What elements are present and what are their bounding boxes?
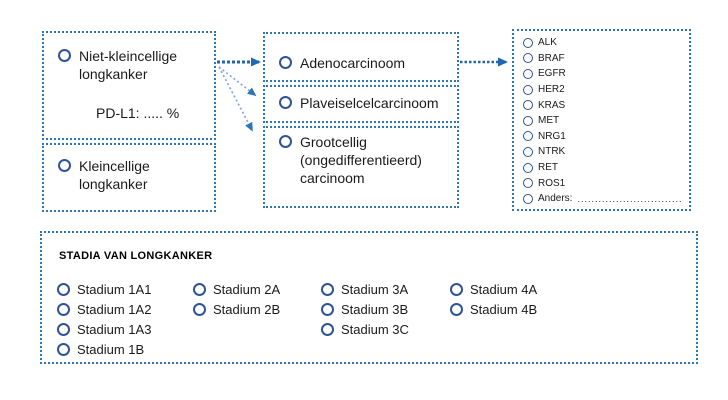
stages-title: STADIA VAN LONGKANKER (59, 250, 213, 262)
biomarker-option-braf[interactable]: BRAF (523, 51, 683, 67)
ros1-label: ROS1 (538, 177, 566, 189)
kras-radio[interactable] (523, 100, 533, 111)
stadium-2a-label: Stadium 2A (213, 282, 281, 297)
stadium-4b-label: Stadium 4B (470, 302, 538, 317)
nrg1-radio[interactable] (523, 131, 533, 142)
stage-option-1a3[interactable]: Stadium 1A3 (57, 323, 151, 337)
ret-label: RET (538, 162, 558, 174)
adenocarcinoom-label: Adenocarcinoom (300, 55, 406, 71)
stage-option-3a[interactable]: Stadium 3A (321, 283, 409, 297)
adenocarcinoom-box: Adenocarcinoom (263, 32, 459, 82)
stage-option-4a[interactable]: Stadium 4A (450, 283, 537, 297)
egfr-radio[interactable] (523, 68, 533, 79)
grootcellig-box: Grootcellig (ongedifferentieerd) carcino… (263, 126, 459, 208)
stadium-2b-radio[interactable] (193, 303, 206, 316)
stage-option-3c[interactable]: Stadium 3C (321, 323, 409, 337)
kras-label: KRAS (538, 99, 566, 111)
biomarker-box: ALK BRAF EGFR HER2 KRAS MET NRG1 NTRK (512, 29, 691, 211)
stage-column-2: Stadium 2A Stadium 2B (193, 283, 280, 317)
grootcellig-radio[interactable] (279, 135, 292, 148)
biomarker-option-met[interactable]: MET (523, 113, 683, 129)
nrg1-label: NRG1 (538, 130, 566, 142)
biomarker-option-ros1[interactable]: ROS1 (523, 175, 683, 191)
stadium-4a-label: Stadium 4A (470, 282, 538, 297)
stadium-3c-label: Stadium 3C (341, 322, 409, 337)
plaveiselcelcarcinoom-label: Plaveiselcelcarcinoom (300, 95, 439, 111)
stage-option-3b[interactable]: Stadium 3B (321, 303, 409, 317)
plaveiselcelcarcinoom-option[interactable]: Plaveiselcelcarcinoom (279, 94, 453, 112)
egfr-label: EGFR (538, 68, 566, 80)
stadium-1a3-radio[interactable] (57, 323, 70, 336)
stage-option-4b[interactable]: Stadium 4B (450, 303, 537, 317)
stadium-3a-radio[interactable] (321, 283, 334, 296)
stage-option-2b[interactable]: Stadium 2B (193, 303, 280, 317)
nsclc-label: Niet-kleincellige longkanker (79, 48, 178, 82)
biomarker-option-kras[interactable]: KRAS (523, 97, 683, 113)
stage-column-1: Stadium 1A1 Stadium 1A2 Stadium 1A3 Stad… (57, 283, 151, 357)
arrow-nsclc-to-grootcellig (218, 66, 253, 132)
braf-label: BRAF (538, 52, 565, 64)
nsclc-radio[interactable] (58, 49, 71, 62)
grootcellig-label: Grootcellig (ongedifferentieerd) carcino… (300, 134, 422, 186)
her2-label: HER2 (538, 84, 565, 96)
ntrk-radio[interactable] (523, 146, 533, 157)
biomarker-option-her2[interactable]: HER2 (523, 82, 683, 98)
met-label: MET (538, 115, 560, 127)
biomarker-option-ntrk[interactable]: NTRK (523, 144, 683, 160)
her2-radio[interactable] (523, 84, 533, 95)
anders-label: Anders: (538, 193, 573, 205)
stadium-1b-label: Stadium 1B (77, 342, 145, 357)
stadium-2a-radio[interactable] (193, 283, 206, 296)
biomarker-option-alk[interactable]: ALK (523, 35, 683, 51)
stadium-1b-radio[interactable] (57, 343, 70, 356)
ros1-radio[interactable] (523, 178, 533, 189)
plaveiselcelcarcinoom-box: Plaveiselcelcarcinoom (263, 85, 459, 123)
ret-radio[interactable] (523, 162, 533, 173)
stage-option-1b[interactable]: Stadium 1B (57, 343, 151, 357)
sclc-label: Kleincellige longkanker (79, 158, 150, 192)
alk-radio[interactable] (523, 37, 533, 48)
stage-column-4: Stadium 4A Stadium 4B (450, 283, 537, 317)
stage-option-2a[interactable]: Stadium 2A (193, 283, 280, 297)
stadium-3a-label: Stadium 3A (341, 282, 409, 297)
biomarker-option-ret[interactable]: RET (523, 160, 683, 176)
sclc-radio[interactable] (58, 159, 71, 172)
alk-label: ALK (538, 37, 557, 49)
stage-column-3: Stadium 3A Stadium 3B Stadium 3C (321, 283, 409, 337)
stage-option-1a2[interactable]: Stadium 1A2 (57, 303, 151, 317)
stadium-1a3-label: Stadium 1A3 (77, 322, 152, 337)
stadium-4b-radio[interactable] (450, 303, 463, 316)
stages-box: STADIA VAN LONGKANKER Stadium 1A1 Stadiu… (40, 231, 698, 364)
stadium-2b-label: Stadium 2B (213, 302, 281, 317)
stadium-3b-radio[interactable] (321, 303, 334, 316)
braf-radio[interactable] (523, 53, 533, 64)
plaveiselcelcarcinoom-radio[interactable] (279, 96, 292, 109)
biomarker-option-anders[interactable]: Anders: ................................… (523, 191, 683, 207)
stadium-4a-radio[interactable] (450, 283, 463, 296)
adenocarcinoom-option[interactable]: Adenocarcinoom (279, 54, 453, 72)
biomarker-option-egfr[interactable]: EGFR (523, 66, 683, 82)
adenocarcinoom-radio[interactable] (279, 56, 292, 69)
sclc-option[interactable]: Kleincellige longkanker (58, 157, 206, 193)
stadium-3b-label: Stadium 3B (341, 302, 409, 317)
stadium-1a2-label: Stadium 1A2 (77, 302, 152, 317)
stadium-1a2-radio[interactable] (57, 303, 70, 316)
grootcellig-option[interactable]: Grootcellig (ongedifferentieerd) carcino… (279, 133, 449, 187)
ntrk-label: NTRK (538, 146, 566, 158)
anders-radio[interactable] (523, 193, 533, 204)
biomarker-option-nrg1[interactable]: NRG1 (523, 129, 683, 145)
sclc-box: Kleincellige longkanker (42, 143, 216, 212)
stadium-1a1-label: Stadium 1A1 (77, 282, 152, 297)
anders-fill-in-line[interactable]: ....................................... (577, 193, 683, 204)
nsclc-box: Niet-kleincellige longkanker PD-L1: ....… (42, 31, 216, 140)
nsclc-option[interactable]: Niet-kleincellige longkanker (58, 47, 206, 83)
pdl1-field[interactable]: PD-L1: ..... % (96, 105, 180, 121)
met-radio[interactable] (523, 115, 533, 126)
stage-option-1a1[interactable]: Stadium 1A1 (57, 283, 151, 297)
stadium-3c-radio[interactable] (321, 323, 334, 336)
stadium-1a1-radio[interactable] (57, 283, 70, 296)
arrow-nsclc-to-plaveiselcel (218, 66, 257, 97)
